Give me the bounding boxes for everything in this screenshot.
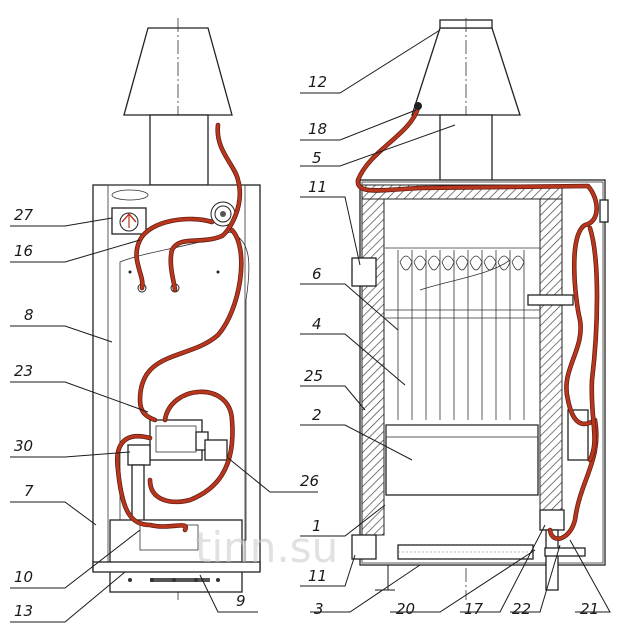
- leader-lines: [10, 29, 611, 623]
- label-26: 26: [300, 472, 319, 490]
- label-16: 16: [14, 242, 33, 260]
- watermark: tinn.su: [195, 523, 338, 572]
- thermostat-knob-icon: [210, 201, 236, 227]
- label-5: 5: [312, 149, 322, 167]
- label-2: 2: [312, 406, 322, 424]
- label-7: 7: [24, 482, 34, 500]
- heat-exchanger: [385, 247, 540, 420]
- label-8: 8: [24, 306, 34, 324]
- label-20: 20: [396, 600, 415, 618]
- label-9: 9: [236, 592, 246, 610]
- label-22: 22: [512, 600, 531, 618]
- label-13: 13: [14, 602, 33, 620]
- label-17: 17: [464, 600, 484, 618]
- label-25: 25: [304, 367, 323, 385]
- label-11-top: 11: [308, 178, 327, 196]
- label-30: 30: [14, 437, 33, 455]
- thermometer-icon: [119, 212, 139, 232]
- label-11-bottom: 11: [308, 567, 327, 585]
- label-27: 27: [14, 206, 34, 224]
- gas-valve: [149, 419, 203, 461]
- casing-front: [92, 184, 261, 571]
- front-view: [92, 18, 261, 600]
- labels-left: 27 16 8 23 30 7 10 13 9 26: [14, 206, 319, 620]
- insulation-left: [361, 189, 385, 536]
- label-6: 6: [312, 265, 322, 283]
- combustion-chamber: [385, 424, 539, 496]
- flue-pipe-right: [439, 114, 493, 186]
- label-12: 12: [308, 73, 327, 91]
- label-23: 23: [14, 362, 33, 380]
- label-18: 18: [308, 120, 327, 138]
- insulation-right: [539, 189, 563, 516]
- casing-section: [359, 179, 606, 566]
- label-21: 21: [580, 600, 599, 618]
- label-4: 4: [312, 315, 322, 333]
- flue-pipe-left: [149, 114, 209, 186]
- labels-right: 12 18 5 11 6 4 25 2 1 11 3 20 17 22 21: [304, 73, 599, 618]
- label-10: 10: [14, 568, 33, 586]
- label-3: 3: [314, 600, 324, 618]
- section-view: tinn.su: [195, 18, 609, 600]
- label-1: 1: [312, 517, 322, 535]
